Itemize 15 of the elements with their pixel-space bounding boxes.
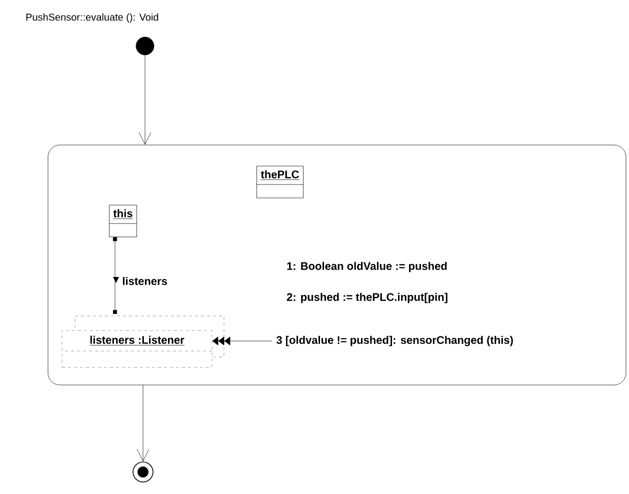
message-text: 1: Boolean oldValue := pushed xyxy=(287,262,447,272)
activity-box xyxy=(48,144,626,386)
final-state xyxy=(132,462,154,482)
object-box: thePLC xyxy=(256,166,304,198)
edge-label: listeners xyxy=(113,276,168,286)
multi-object-box: listeners :Listener xyxy=(62,316,224,368)
edge-label: 3 [oldvalue != pushed]: sensorChanged (this) xyxy=(275,334,514,348)
diagram-title: PushSensor::evaluate (): Void xyxy=(26,13,158,23)
object-box: this xyxy=(109,204,137,238)
message-text: 2: pushed := thePLC.input[pin] xyxy=(286,292,448,304)
link-line xyxy=(113,237,117,314)
message-arrow xyxy=(212,336,272,346)
arrow xyxy=(138,55,152,145)
initial-state xyxy=(136,36,154,56)
arrow xyxy=(136,385,150,462)
